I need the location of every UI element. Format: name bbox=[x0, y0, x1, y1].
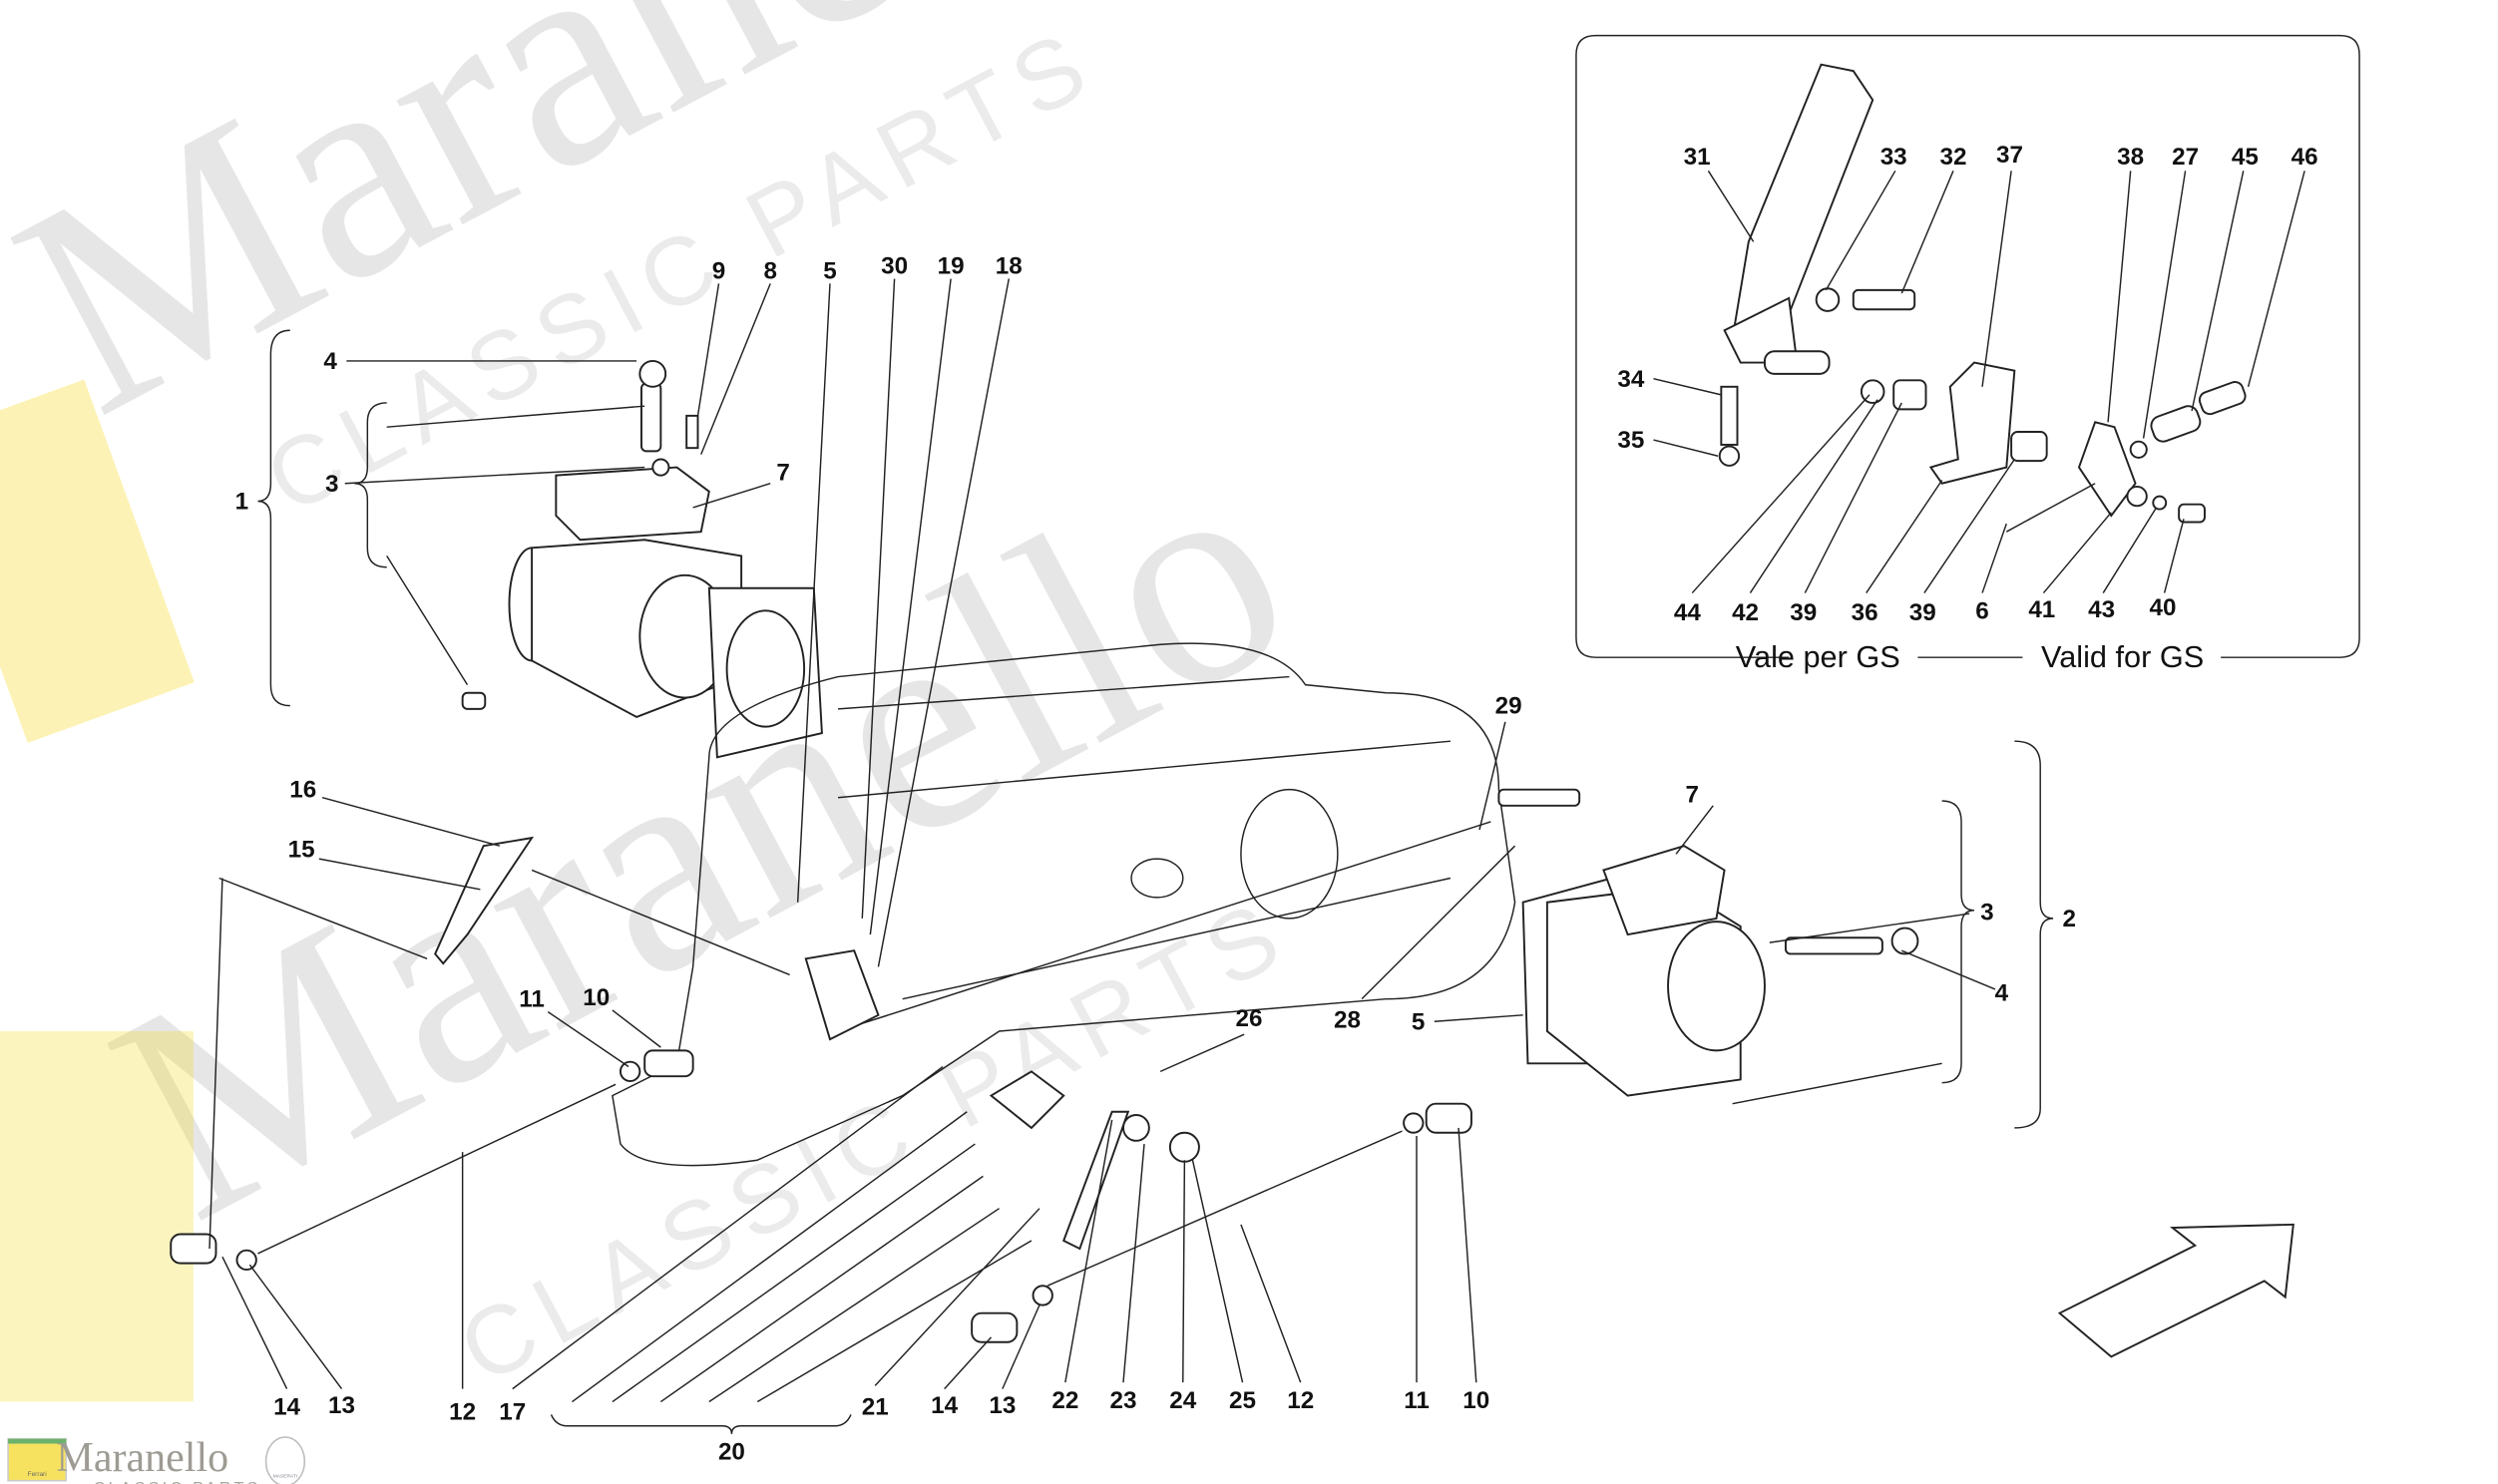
inset-caption-english: Valid for GS bbox=[2041, 639, 2204, 674]
inset-gs-panel: Vale per GS Valid for GS bbox=[1575, 34, 2360, 674]
callout: 1 bbox=[235, 489, 248, 516]
ferrari-badge-icon bbox=[7, 1437, 68, 1482]
callout: 45 bbox=[2232, 144, 2259, 171]
callout: 14 bbox=[273, 1393, 300, 1420]
callout: 10 bbox=[583, 984, 610, 1011]
callout: 10 bbox=[1462, 1387, 1489, 1414]
callout: 4 bbox=[1995, 979, 2009, 1006]
callout: 34 bbox=[1617, 366, 1644, 393]
callout: 22 bbox=[1051, 1387, 1078, 1414]
callout: 19 bbox=[938, 253, 965, 280]
pedal-shaft bbox=[1763, 350, 1831, 375]
callout: 36 bbox=[1852, 599, 1878, 626]
callout: 13 bbox=[989, 1392, 1016, 1419]
brace-20 bbox=[550, 1414, 852, 1434]
callout: 28 bbox=[1334, 1007, 1361, 1034]
maserati-badge-icon bbox=[264, 1436, 306, 1484]
brace-1 bbox=[257, 329, 290, 707]
ferrari-badge-text: Ferrari bbox=[28, 1471, 47, 1478]
accelerator-pedal bbox=[1731, 63, 1874, 356]
rod-12-left bbox=[257, 1083, 617, 1255]
callout: 16 bbox=[289, 777, 316, 804]
callout: 29 bbox=[1495, 693, 1522, 720]
callout: 3 bbox=[1980, 900, 1993, 927]
callout: 46 bbox=[2291, 144, 2318, 171]
callout: 39 bbox=[1790, 599, 1817, 626]
callout: 13 bbox=[328, 1392, 355, 1419]
throttle-assembly-right bbox=[1497, 740, 2054, 1129]
callout: 15 bbox=[288, 837, 315, 864]
intake-manifold bbox=[612, 642, 1516, 1167]
callout: 20 bbox=[718, 1439, 745, 1466]
callout: 8 bbox=[763, 258, 776, 285]
callout: 37 bbox=[1996, 142, 2023, 169]
brace-3-right bbox=[1941, 800, 1975, 1084]
lever-15 bbox=[434, 836, 535, 965]
callout: 7 bbox=[1686, 782, 1699, 809]
maserati-badge-text: MASERATI bbox=[273, 1473, 297, 1479]
ferrari-badge-watermark bbox=[0, 379, 195, 743]
callout: 31 bbox=[1684, 144, 1711, 171]
callout: 5 bbox=[1412, 1008, 1425, 1035]
direction-arrow-icon bbox=[2057, 1223, 2294, 1358]
rod-12-right bbox=[1046, 1130, 1403, 1287]
callout: 41 bbox=[2028, 596, 2055, 623]
callout: 11 bbox=[1404, 1387, 1430, 1414]
callout: 5 bbox=[823, 258, 836, 285]
logo-subtitle: CLASSIC PARTS bbox=[94, 1480, 261, 1484]
throttle-assembly-left bbox=[257, 329, 823, 759]
callout: 38 bbox=[2117, 144, 2144, 171]
callout: 40 bbox=[2150, 594, 2177, 621]
callout: 32 bbox=[1939, 144, 1966, 171]
callout: 6 bbox=[1975, 597, 1988, 624]
callout: 9 bbox=[712, 258, 725, 285]
callout: 21 bbox=[862, 1393, 889, 1420]
throttle-sensor-right bbox=[1602, 845, 1726, 936]
callout: 24 bbox=[1169, 1387, 1196, 1414]
brace-2 bbox=[2014, 740, 2054, 1129]
callout: 30 bbox=[881, 253, 908, 280]
callout: 12 bbox=[449, 1398, 476, 1425]
callout: 14 bbox=[931, 1392, 958, 1419]
inset-caption-italian: Vale per GS bbox=[1736, 639, 1900, 674]
callout: 18 bbox=[996, 253, 1023, 280]
inset-callouts: 31 33 32 37 38 27 45 46 34 35 44 42 39 3… bbox=[1617, 142, 2317, 626]
callout: 33 bbox=[1880, 144, 1907, 171]
callout: 26 bbox=[1236, 1005, 1263, 1032]
pedal-bracket bbox=[1928, 361, 2016, 485]
linkage-rods bbox=[170, 821, 1491, 1343]
callout: 2 bbox=[2063, 906, 2076, 932]
ferrari-badge-watermark bbox=[0, 1030, 194, 1402]
callout: 11 bbox=[519, 986, 545, 1013]
bolt-34 bbox=[1720, 385, 1739, 446]
callout: 27 bbox=[2172, 144, 2199, 171]
callout: 25 bbox=[1229, 1387, 1256, 1414]
callout: 7 bbox=[776, 459, 789, 486]
callout: 44 bbox=[1674, 599, 1701, 626]
callout: 42 bbox=[1732, 599, 1759, 626]
cable-28 bbox=[837, 821, 1491, 1032]
callout: 12 bbox=[1287, 1387, 1314, 1414]
logo-wordmark: Maranello bbox=[57, 1435, 229, 1481]
callout: 39 bbox=[1909, 599, 1936, 626]
main-callouts: 1 4 3 9 8 5 30 19 18 7 16 15 11 10 29 7 … bbox=[235, 253, 2076, 1466]
callout: 35 bbox=[1617, 427, 1644, 454]
callout: 43 bbox=[2088, 596, 2115, 623]
callout: 17 bbox=[499, 1398, 526, 1425]
callout: 3 bbox=[325, 471, 338, 498]
callout: 23 bbox=[1110, 1387, 1137, 1414]
lever-22 bbox=[1062, 1110, 1130, 1251]
throttle-sensor-left bbox=[555, 466, 710, 542]
maranello-logo: Ferrari Maranello CLASSIC PARTS MASERATI bbox=[7, 1435, 306, 1484]
callout: 4 bbox=[323, 348, 337, 375]
lever-38 bbox=[2077, 421, 2137, 518]
